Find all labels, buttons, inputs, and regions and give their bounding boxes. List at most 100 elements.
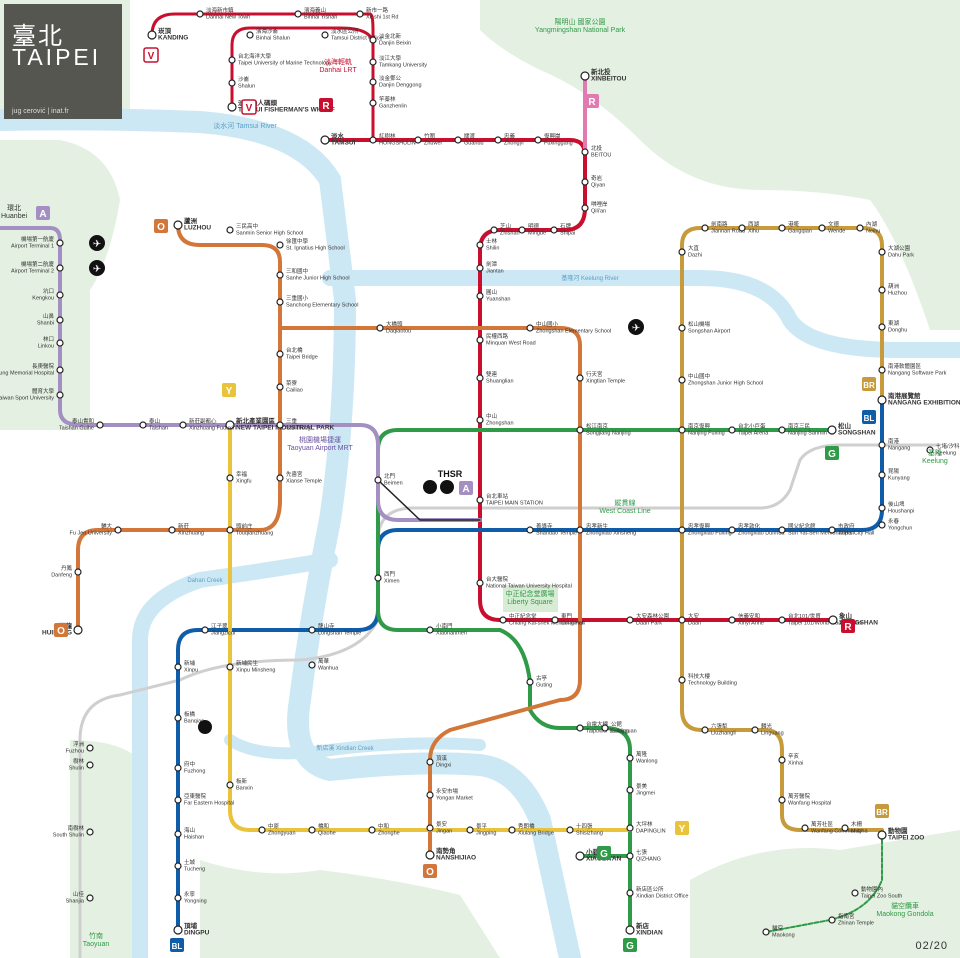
station-marker[interactable]: [878, 504, 886, 512]
station-marker[interactable]: [96, 421, 104, 429]
station-marker[interactable]: [374, 574, 382, 582]
station-marker[interactable]: [196, 10, 204, 18]
station-marker[interactable]: [728, 526, 736, 534]
station-marker[interactable]: [550, 226, 558, 234]
station-marker[interactable]: [276, 350, 284, 358]
station-marker[interactable]: [576, 724, 584, 732]
station-marker[interactable]: [678, 526, 686, 534]
station-marker[interactable]: [801, 824, 809, 832]
station-marker[interactable]: [227, 102, 237, 112]
station-marker[interactable]: [526, 526, 534, 534]
station-marker[interactable]: [276, 271, 284, 279]
station-marker[interactable]: [368, 826, 376, 834]
station-marker[interactable]: [678, 248, 686, 256]
station-marker[interactable]: [369, 36, 377, 44]
station-marker[interactable]: [701, 224, 709, 232]
station-marker[interactable]: [926, 446, 934, 454]
station-marker[interactable]: [114, 526, 122, 534]
station-marker[interactable]: [374, 476, 382, 484]
station-marker[interactable]: [678, 324, 686, 332]
station-marker[interactable]: [476, 241, 484, 249]
station-marker[interactable]: [499, 616, 507, 624]
badge-pink-xinbeitou[interactable]: R: [585, 94, 599, 108]
station-marker[interactable]: [576, 526, 584, 534]
station-marker[interactable]: [369, 136, 377, 144]
station-marker[interactable]: [56, 239, 64, 247]
station-marker[interactable]: [581, 204, 589, 212]
station-marker[interactable]: [878, 323, 886, 331]
station-marker[interactable]: [877, 395, 887, 405]
station-marker[interactable]: [376, 324, 384, 332]
station-marker[interactable]: [778, 224, 786, 232]
station-marker[interactable]: [878, 441, 886, 449]
badge-brown-nangang[interactable]: BR: [862, 377, 876, 391]
station-marker[interactable]: [86, 894, 94, 902]
badge-orange-huilong[interactable]: O: [54, 623, 68, 637]
badge-orange-nanshijiao[interactable]: O: [423, 864, 437, 878]
station-marker[interactable]: [476, 374, 484, 382]
station-marker[interactable]: [139, 421, 147, 429]
badge-lrt-wharf[interactable]: V: [241, 99, 257, 115]
station-marker[interactable]: [476, 292, 484, 300]
station-marker[interactable]: [226, 526, 234, 534]
station-marker[interactable]: [576, 374, 584, 382]
station-marker[interactable]: [414, 136, 422, 144]
station-marker[interactable]: [490, 226, 498, 234]
station-marker[interactable]: [225, 420, 235, 430]
station-marker[interactable]: [534, 136, 542, 144]
station-marker[interactable]: [551, 616, 559, 624]
badge-blue-nangang[interactable]: BL: [862, 410, 876, 424]
station-marker[interactable]: [56, 339, 64, 347]
badge-yellow-industrial[interactable]: Y: [222, 383, 236, 397]
station-marker[interactable]: [276, 383, 284, 391]
station-marker[interactable]: [878, 286, 886, 294]
